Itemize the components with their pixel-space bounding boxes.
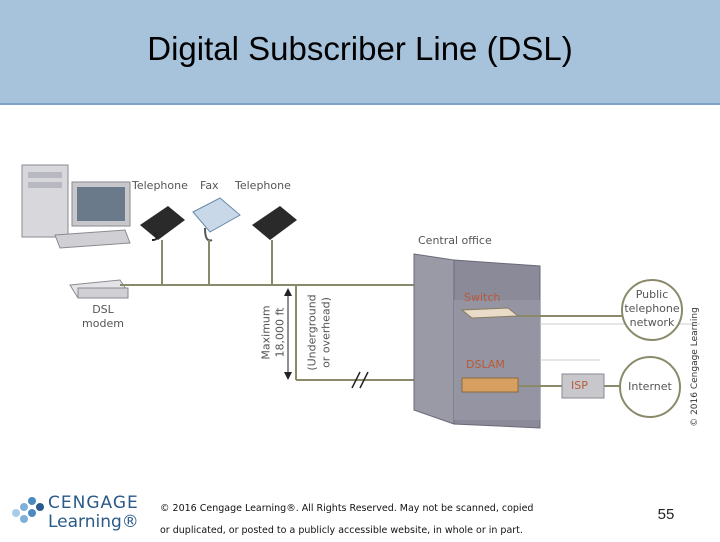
fax-label: Fax	[200, 179, 219, 192]
dsl-modem-label-line1: DSL	[92, 303, 114, 316]
switch-label: Switch	[464, 291, 501, 304]
title-bar	[0, 0, 720, 105]
public-telephone-network-circle	[621, 279, 683, 341]
isp-box	[561, 373, 605, 399]
central-office-building	[413, 253, 541, 429]
footer-copyright: © 2016 Cengage Learning®. All Rights Res…	[160, 498, 560, 542]
dslam-label: DSLAM	[466, 358, 505, 371]
telephone-icon	[140, 206, 185, 241]
dslam-device	[461, 377, 519, 393]
telephone-label: Telephone	[132, 179, 188, 192]
max-distance-label-line1: Maximum	[259, 305, 273, 360]
switch-device	[460, 307, 520, 319]
central-office-label: Central office	[418, 234, 492, 247]
computer-icon	[21, 164, 131, 249]
fax-icon	[192, 197, 241, 242]
telephone-icon	[252, 206, 297, 240]
slide-title: Digital Subscriber Line (DSL)	[147, 30, 573, 67]
isp-label: ISP	[571, 379, 588, 392]
page-number: 55	[657, 506, 675, 523]
internet-label: Internet	[628, 380, 672, 393]
max-distance-label-line2: 18,000 ft	[273, 307, 287, 358]
ptn-label-line2: telephone	[624, 302, 680, 315]
telephone-label: Telephone	[235, 179, 291, 192]
internet-circle	[619, 356, 681, 418]
dsl-modem-label-line2: modem	[82, 317, 124, 330]
underground-label-line2: or overhead)	[319, 297, 333, 368]
cengage-logo-mark	[12, 497, 44, 523]
learning-logo-text: Learning®	[48, 512, 139, 532]
diagram-copyright-vertical: © 2016 Cengage Learning	[690, 307, 700, 427]
dsl-modem-icon	[69, 279, 129, 299]
footer-copyright-line1: © 2016 Cengage Learning®. All Rights Res…	[160, 503, 534, 514]
footer-copyright-line2: or duplicated, or posted to a publicly a…	[160, 525, 523, 536]
cengage-logo-text: CENGAGE	[48, 493, 139, 513]
underground-label-line1: (Underground	[305, 294, 319, 371]
ptn-label-line3: network	[629, 316, 675, 329]
ptn-label-line1: Public	[635, 288, 669, 301]
